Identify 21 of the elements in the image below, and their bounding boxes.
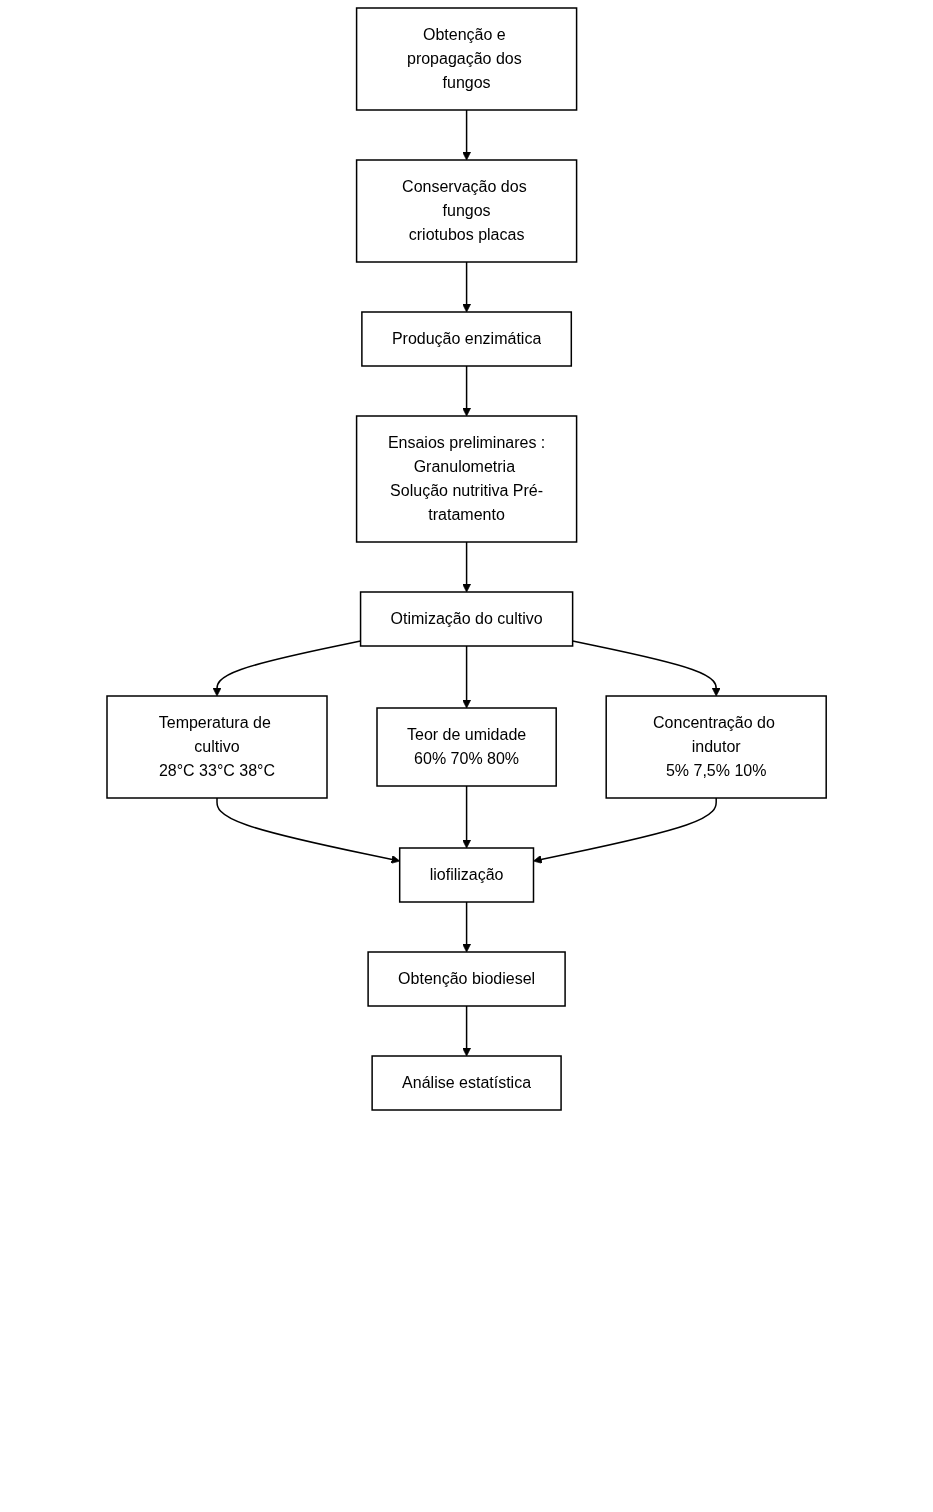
arrow	[462, 109, 471, 161]
arrow	[462, 645, 471, 709]
arrow	[462, 785, 471, 849]
node-box: Obtenção e propagação dos fungos	[355, 7, 578, 111]
node-box: Obtenção biodiesel	[367, 951, 566, 1007]
node-box: Teor de umidade 60% 70% 80%	[376, 707, 557, 787]
node-box: Concentração do indutor 5% 7,5% 10%	[605, 695, 827, 799]
arrow	[216, 797, 400, 864]
arrow	[462, 365, 471, 417]
arrow	[462, 541, 471, 593]
node-box: Análise estatística	[371, 1055, 562, 1111]
arrow	[533, 797, 717, 864]
arrow	[462, 261, 471, 313]
node-box: Temperatura de cultivo 28°C 33°C 38°C	[106, 695, 328, 799]
node-box: Ensaios preliminares : Granulometria Solução nutritiva Pré-tratamento	[355, 415, 578, 543]
node-box: Conservação dos fungos criotubos placas	[355, 159, 578, 263]
node-box: Otimização do cultivo	[359, 591, 574, 647]
arrow	[462, 1005, 471, 1057]
node-box: Produção enzimática	[361, 311, 572, 367]
node-box: liofilização	[398, 847, 535, 903]
arrow	[462, 901, 471, 953]
